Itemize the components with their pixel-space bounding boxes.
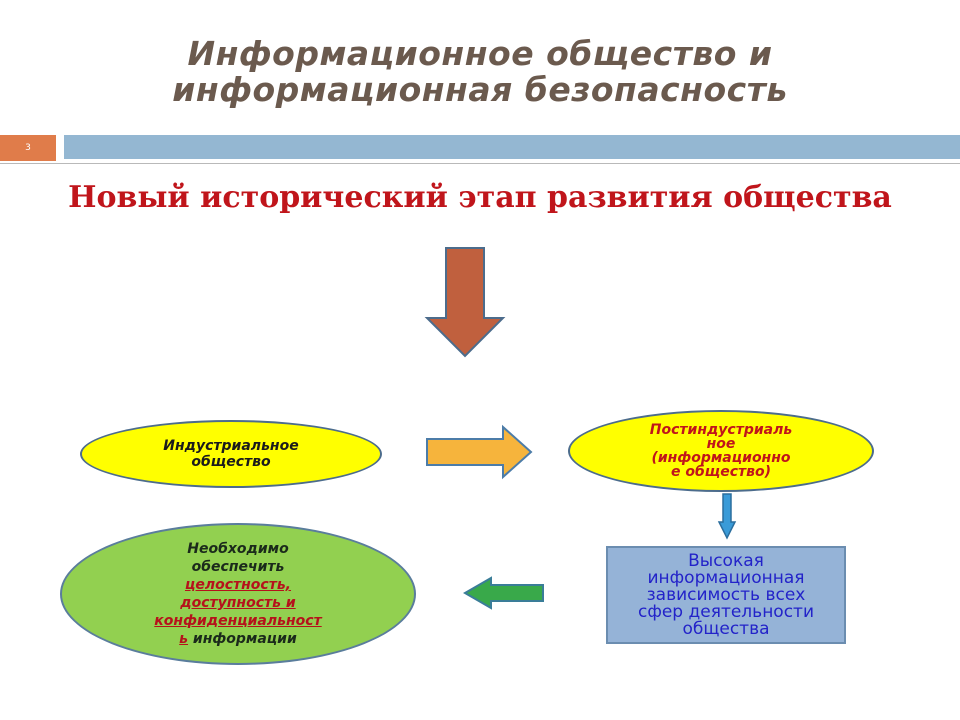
ensure-suffix: информации (188, 631, 297, 647)
dependency-line-2: информационная (647, 567, 805, 588)
industrial-society-label: Индустриальное общество (163, 438, 299, 470)
ensure-confidentiality-a: конфиденциальност (154, 613, 322, 629)
ensure-integrity: целостность, (184, 577, 292, 593)
ensure-confidentiality-b: ь (179, 631, 189, 647)
dependency-box: Высокая информационная зависимость всех … (606, 546, 846, 644)
right-arrow (426, 424, 533, 480)
postindustrial-line-1: Постиндустриаль (649, 422, 793, 438)
postindustrial-line-2: ное (706, 436, 736, 452)
postindustrial-society-node: Постиндустриаль ное (информационно е общ… (568, 410, 874, 492)
ensure-availability: доступность и (180, 595, 296, 611)
ensure-line-2: обеспечить (191, 559, 285, 575)
dependency-line-4: сфер деятельности (637, 601, 815, 622)
postindustrial-line-4: е общество) (670, 464, 772, 480)
dependency-line-1: Высокая (688, 550, 764, 571)
dependency-line-3: зависимость всех (646, 584, 806, 605)
page-title: Информационное общество и информационная… (0, 36, 960, 108)
title-line-1: Информационное общество и (187, 34, 773, 73)
ensure-last-line: ь информации (118, 630, 358, 648)
ensure-line-1: Необходимо (187, 541, 289, 557)
header-divider (0, 163, 960, 164)
postindustrial-line-3: (информационно (651, 450, 791, 466)
slide-number-badge: 3 (0, 135, 56, 161)
slide-subtitle: Новый исторический этап развития обществ… (68, 180, 892, 215)
industrial-society-node: Индустриальное общество (80, 420, 382, 488)
header-accent-bar (64, 135, 960, 159)
ensure-security-node: Необходимо обеспечить целостность, досту… (60, 523, 416, 665)
small-down-arrow (717, 493, 737, 540)
dependency-line-5: общества (682, 618, 770, 639)
left-arrow (462, 576, 544, 610)
big-down-arrow (424, 247, 506, 358)
title-line-2: информационная безопасность (172, 70, 788, 109)
